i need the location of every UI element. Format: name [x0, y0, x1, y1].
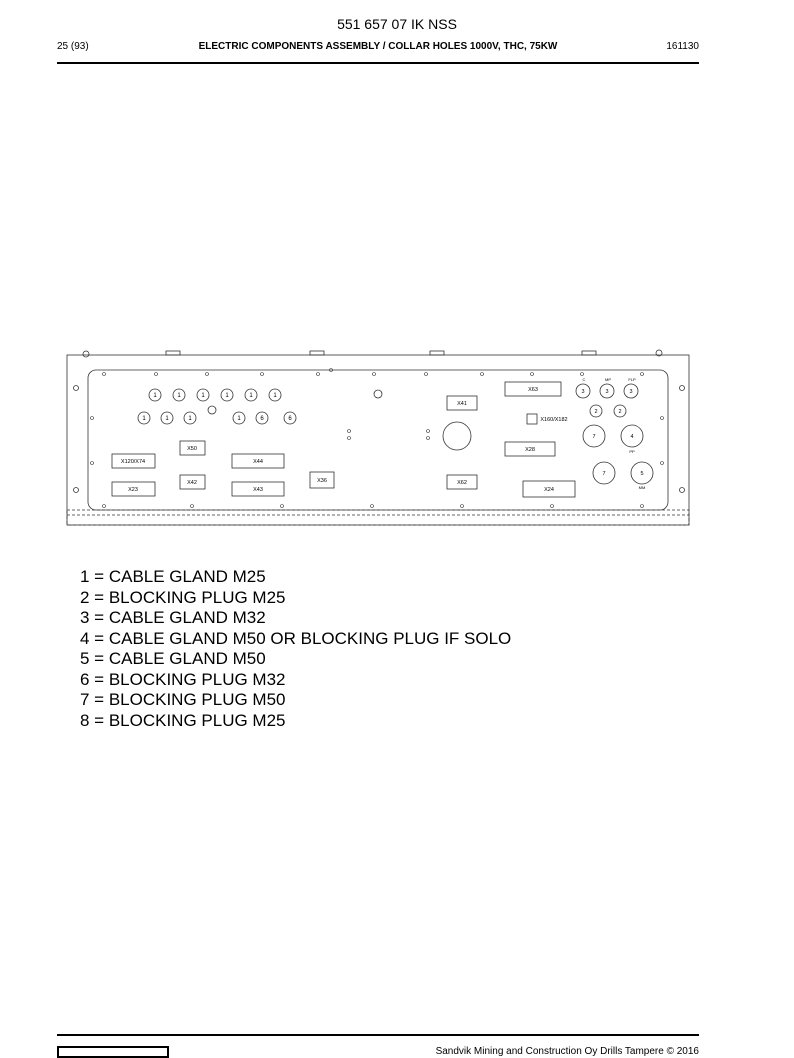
connector-x24: X24	[544, 487, 554, 493]
hole-1: 1	[177, 393, 181, 399]
hole-1: 1	[225, 393, 229, 399]
hole-1: 1	[165, 416, 169, 422]
legend-item: 2 = BLOCKING PLUG M25	[80, 587, 286, 607]
hole-4: 4	[630, 434, 633, 440]
hole-6: 6	[260, 416, 264, 422]
hole-1: 1	[142, 416, 146, 422]
connector-x160: X160/X182	[540, 417, 567, 423]
label-mm: MM	[639, 485, 646, 490]
legend-item: 6 = BLOCKING PLUG M32	[80, 669, 286, 689]
hole-1: 1	[188, 416, 192, 422]
hole-1: 1	[249, 393, 253, 399]
document-date: 161130	[666, 41, 699, 52]
footer-copyright: Sandvik Mining and Construction Oy Drill…	[435, 1046, 699, 1057]
label-pp: PP	[629, 449, 635, 454]
hole-3: 3	[581, 389, 584, 395]
footer-rule	[57, 1034, 699, 1036]
legend-list: 1 = CABLE GLAND M25 2 = BLOCKING PLUG M2…	[80, 567, 511, 731]
hole-1: 1	[153, 393, 157, 399]
connector-x50: X50	[187, 446, 197, 452]
connector-x36: X36	[317, 478, 327, 484]
hole-3: 3	[605, 389, 608, 395]
connector-x120: X120/X74	[121, 459, 145, 465]
connector-x41: X41	[457, 401, 467, 407]
legend-item: 5 = CABLE GLAND M50	[80, 649, 266, 668]
hole-1: 1	[201, 393, 205, 399]
page-number: 25 (93)	[57, 41, 89, 52]
connector-x44: X44	[253, 459, 263, 465]
legend-item: 3 = CABLE GLAND M32	[80, 608, 266, 627]
legend-item: 1 = CABLE GLAND M25	[80, 567, 266, 586]
hole-1: 1	[237, 416, 241, 422]
legend-item: 7 = BLOCKING PLUG M50	[80, 690, 286, 709]
logo	[57, 1046, 169, 1058]
label-flp: FLP	[628, 377, 636, 382]
hole-1: 1	[273, 393, 277, 399]
legend-item: 8 = BLOCKING PLUG M25	[80, 710, 286, 730]
hole-7: 7	[602, 471, 605, 477]
hole-2: 2	[618, 409, 621, 415]
connector-x42: X42	[187, 480, 197, 486]
connector-x28: X28	[525, 447, 535, 453]
header-row: 25 (93) ELECTRIC COMPONENTS ASSEMBLY / C…	[57, 41, 699, 55]
hole-6: 6	[288, 416, 292, 422]
doc-number: 551 657 07 IK NSS	[337, 16, 457, 32]
hole-7: 7	[592, 434, 595, 440]
connector-x63: X63	[528, 387, 538, 393]
connector-x62: X62	[457, 480, 467, 486]
outer-plate	[66, 354, 690, 526]
header-rule	[57, 62, 699, 64]
hole-3: 3	[629, 389, 632, 395]
label-c: C	[583, 377, 586, 382]
hole-5: 5	[640, 471, 643, 477]
hole-2: 2	[594, 409, 597, 415]
page-title: ELECTRIC COMPONENTS ASSEMBLY / COLLAR HO…	[198, 41, 558, 52]
panel-drawing: 1 1 1 1 1 1 1 1 1 1 6 6 X63	[66, 349, 690, 526]
inner-plate	[87, 369, 669, 511]
legend-item: 4 = CABLE GLAND M50 OR BLOCKING PLUG IF …	[80, 628, 512, 648]
plate-bottom-strip	[66, 509, 690, 526]
connector-x23: X23	[128, 487, 138, 493]
label-mp: MP	[605, 377, 611, 382]
connector-x43: X43	[253, 487, 263, 493]
